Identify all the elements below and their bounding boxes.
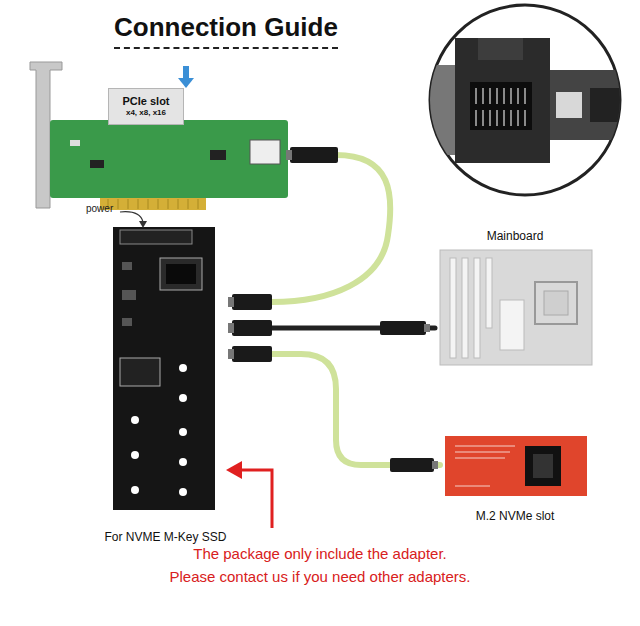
node-caption: Mainboard [487, 229, 544, 243]
note-line: The package only include the adapter. [90, 545, 550, 562]
device-box: Mainboard [435, 228, 595, 368]
pcie-card [50, 120, 288, 198]
connector-closeup [425, 38, 640, 163]
cable-plug [228, 294, 272, 362]
note-line: Please contact us if you need other adap… [90, 568, 550, 585]
device-box: M.2 NVMe slot [440, 432, 590, 524]
m2-card [445, 436, 587, 496]
node-caption: For NVME M-Key SSD [104, 530, 226, 544]
title: Connection Guide [114, 12, 338, 49]
slot-box: PCIe slotx4, x8, x16 [108, 88, 184, 125]
adapter-board [113, 227, 215, 510]
cable-plug [380, 321, 426, 335]
node-caption: M.2 NVMe slot [476, 509, 555, 523]
mainboard-picture [440, 250, 592, 365]
cable-plug [390, 458, 434, 472]
power-label: power [86, 203, 113, 214]
power-arrow [120, 212, 143, 222]
insert-arrow [183, 66, 189, 78]
cable [272, 155, 390, 302]
slot-label: PCIe slot [122, 95, 169, 108]
device-box: For NVME M-Key SSD [100, 225, 231, 545]
cable-plug [290, 147, 338, 163]
sff8643-port [250, 140, 280, 164]
gold-fingers [100, 198, 206, 210]
red-arrow [240, 470, 272, 528]
slot-widths: x4, x8, x16 [126, 108, 166, 118]
cable-connector [231, 354, 440, 465]
